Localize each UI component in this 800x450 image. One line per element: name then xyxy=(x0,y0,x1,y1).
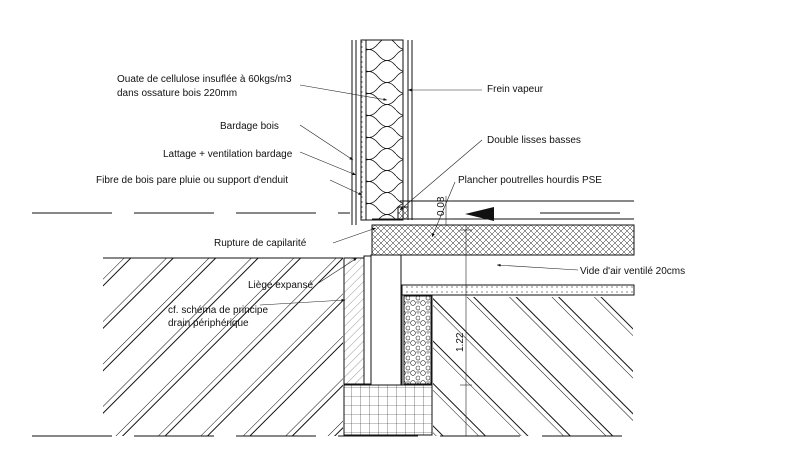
label-liege: Liège expansé xyxy=(248,280,313,291)
earth-hatch xyxy=(103,257,633,436)
dimension-lower: 1.22 xyxy=(455,332,466,352)
label-drain-line1: cf. schéma de principe xyxy=(168,305,268,316)
label-cellulose-line1: Ouate de cellulose insuflée à 60kgs/m3 xyxy=(117,74,292,85)
label-plancher: Plancher poutrelles hourdis PSE xyxy=(458,175,602,186)
label-lattage: Lattage + ventilation bardage xyxy=(163,149,293,160)
label-frein-vapeur: Frein vapeur xyxy=(487,84,544,95)
dimension-lines xyxy=(440,196,494,436)
dimension-upper: 0.08 xyxy=(436,196,447,216)
label-drain-line2: drain périphérique xyxy=(168,318,249,329)
floor-slab xyxy=(371,200,635,256)
leader-lines xyxy=(259,84,579,306)
label-rupture: Rupture de capilarité xyxy=(214,238,307,249)
timber-frame-wall xyxy=(351,39,413,225)
label-double-lisses: Double lisses basses xyxy=(487,135,581,146)
label-fibre: Fibre de bois pare pluie ou support d'en… xyxy=(96,175,288,186)
label-cellulose-line2: dans ossature bois 220mm xyxy=(117,88,237,99)
label-vide-air: Vide d'air ventilé 20cms xyxy=(580,266,685,277)
foundation-wall xyxy=(343,254,433,436)
label-bardage: Bardage bois xyxy=(220,121,279,132)
ground-reference-lines xyxy=(32,212,640,437)
